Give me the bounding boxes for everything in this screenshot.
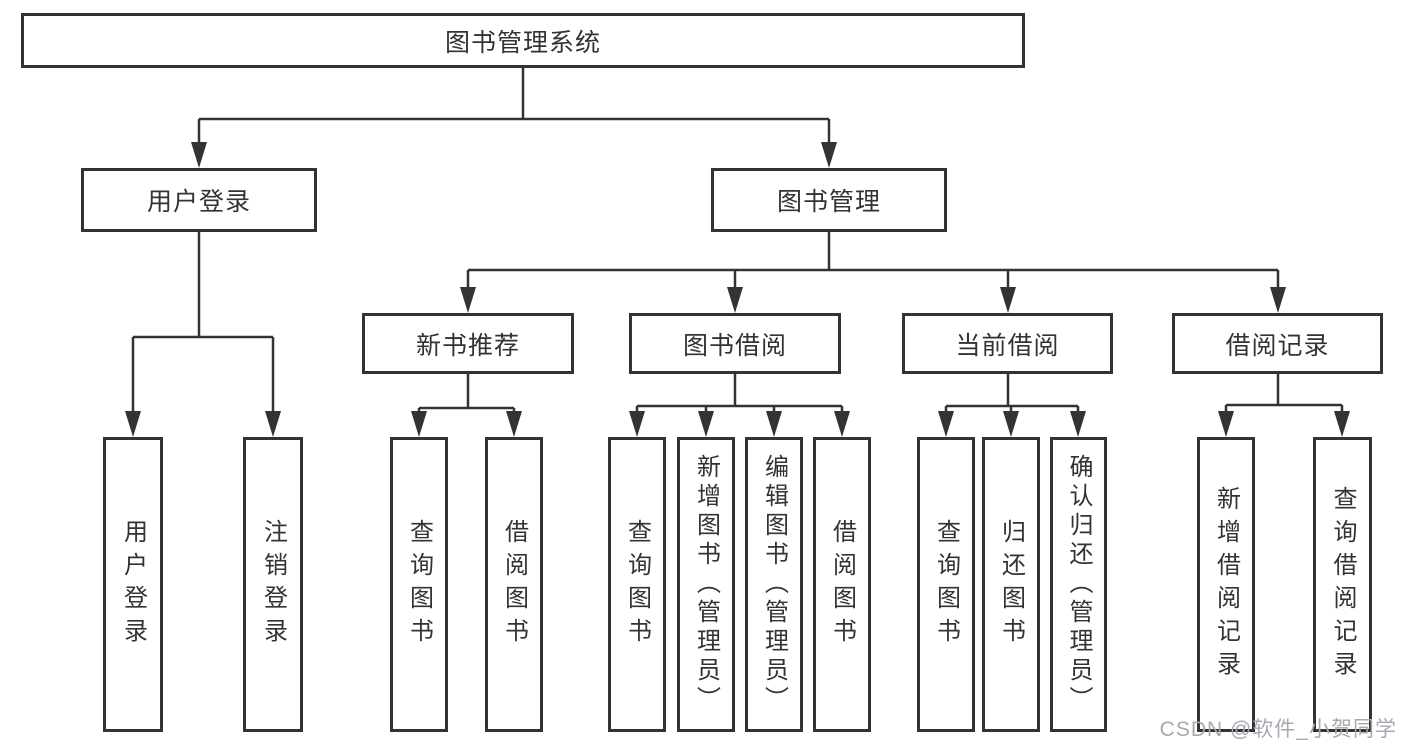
- leaf-logout-label: 注销登录: [259, 518, 287, 651]
- leaf-bb-query-books: 查询图书: [608, 437, 666, 732]
- connector-records-to-leaves: [1224, 374, 1344, 415]
- leaf-br-query-record: 查询借阅记录: [1313, 437, 1372, 732]
- leaf-nb-query-books-label: 查询图书: [405, 518, 433, 651]
- node-borrow-records-label: 借阅记录: [1225, 331, 1330, 360]
- arrowhead-leaf-user-login: [125, 411, 141, 437]
- node-user-login: 用户登录: [81, 168, 317, 232]
- leaf-bb-add-books-admin: 新增图书（管理员）: [677, 437, 735, 732]
- leaf-cb-return-books: 归还图书: [982, 437, 1040, 732]
- leaf-bb-edit-books-admin: 编辑图书（管理员）: [745, 437, 803, 732]
- leaf-bb-query-books-label: 查询图书: [623, 518, 651, 651]
- arrowhead-nb-borrow: [506, 411, 522, 437]
- arrowhead-new-book-recommend: [460, 287, 476, 313]
- node-current-borrow-label: 当前借阅: [955, 331, 1060, 360]
- arrowhead-book-management: [821, 142, 837, 168]
- connector-newb-to-leaves: [417, 374, 516, 415]
- node-book-borrow-label: 图书借阅: [682, 331, 787, 360]
- leaf-cb-query-books: 查询图书: [917, 437, 975, 732]
- connector-mgmt-to-level3: [466, 232, 1280, 291]
- arrowhead-bb-add: [698, 411, 714, 437]
- node-borrow-records: 借阅记录: [1172, 313, 1383, 374]
- arrowhead-nb-query: [411, 411, 427, 437]
- arrowhead-bb-edit: [766, 411, 782, 437]
- node-new-book-recommend-label: 新书推荐: [415, 331, 520, 360]
- leaf-cb-confirm-return-admin-label: 确认归还（管理员）: [1065, 454, 1092, 715]
- leaf-user-login: 用户登录: [103, 437, 163, 732]
- node-book-management: 图书管理: [711, 168, 947, 232]
- leaf-br-query-record-label: 查询借阅记录: [1329, 485, 1356, 684]
- leaf-bb-add-books-admin-label: 新增图书（管理员）: [692, 454, 720, 715]
- arrowhead-user-login: [191, 142, 207, 168]
- leaf-br-add-record: 新增借阅记录: [1197, 437, 1255, 732]
- leaf-nb-query-books: 查询图书: [390, 437, 448, 732]
- arrowhead-bb-query: [629, 411, 645, 437]
- leaf-cb-query-books-label: 查询图书: [932, 518, 960, 651]
- leaf-bb-borrow-books-label: 借阅图书: [828, 518, 856, 651]
- leaf-cb-confirm-return-admin: 确认归还（管理员）: [1050, 437, 1107, 732]
- arrowhead-cb-return: [1003, 411, 1019, 437]
- leaf-bb-borrow-books: 借阅图书: [813, 437, 871, 732]
- arrowhead-borrow-records: [1270, 287, 1286, 313]
- connector-borrow-to-leaves: [635, 374, 844, 415]
- csdn-watermark: CSDN @软件_小贺同学: [1159, 718, 1397, 741]
- node-root-label: 图书管理系统: [444, 28, 601, 57]
- node-current-borrow: 当前借阅: [902, 313, 1113, 374]
- arrowhead-bb-borrow: [834, 411, 850, 437]
- leaf-br-add-record-label: 新增借阅记录: [1212, 485, 1240, 684]
- arrowhead-book-borrow: [727, 287, 743, 313]
- arrowhead-br-query: [1334, 411, 1350, 437]
- arrowhead-cb-query: [938, 411, 954, 437]
- arrowhead-br-add: [1218, 411, 1234, 437]
- connector-login-to-leaves: [131, 232, 275, 415]
- node-book-borrow: 图书借阅: [629, 313, 841, 374]
- leaf-logout: 注销登录: [243, 437, 303, 732]
- node-new-book-recommend: 新书推荐: [362, 313, 574, 374]
- connector-root-to-level2: [197, 68, 831, 146]
- node-root-system: 图书管理系统: [21, 13, 1025, 68]
- arrowhead-cb-confirm: [1070, 411, 1086, 437]
- arrowhead-leaf-logout: [265, 411, 281, 437]
- connector-current-to-leaves: [944, 374, 1080, 415]
- leaf-user-login-label: 用户登录: [119, 518, 147, 651]
- leaf-bb-edit-books-admin-label: 编辑图书（管理员）: [760, 454, 788, 715]
- arrowhead-current-borrow: [1000, 287, 1016, 313]
- leaf-nb-borrow-books-label: 借阅图书: [500, 518, 528, 651]
- node-user-login-label: 用户登录: [146, 188, 251, 216]
- node-book-management-label: 图书管理: [776, 188, 881, 216]
- leaf-nb-borrow-books: 借阅图书: [485, 437, 543, 732]
- leaf-cb-return-books-label: 归还图书: [997, 518, 1025, 651]
